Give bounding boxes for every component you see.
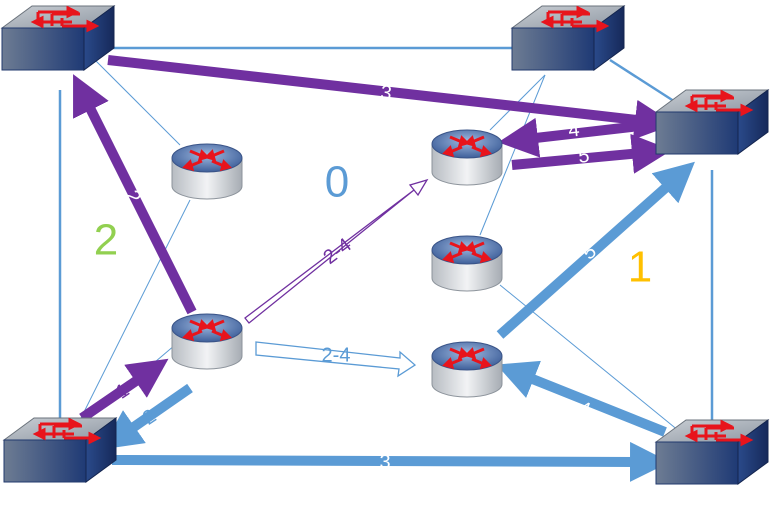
purple-flows xyxy=(73,55,675,423)
flow-right-upper-right xyxy=(511,133,672,174)
flow-diag-purple-outline xyxy=(244,178,429,324)
area-2-label: 2 xyxy=(94,216,118,265)
switch-top-right-icon[interactable] xyxy=(510,4,626,72)
flow-horizontal-blue-outline-label: 2-4 xyxy=(322,344,351,366)
area-1-label: 1 xyxy=(628,243,652,292)
flow-top xyxy=(107,55,675,140)
blue-flows xyxy=(101,161,695,482)
switch-bottom-right-icon[interactable] xyxy=(654,418,770,486)
switch-top-left-icon[interactable] xyxy=(0,4,116,72)
flow-bottom-left-small xyxy=(79,358,169,423)
router-upper-right-icon[interactable] xyxy=(430,128,504,187)
flow-bottom-label: 3 xyxy=(379,451,390,473)
links xyxy=(58,46,714,441)
flow-top-label: 3 xyxy=(379,82,393,105)
outline-flows xyxy=(244,178,429,378)
area-0-label: 0 xyxy=(325,158,349,207)
link-router-ul-bl xyxy=(74,199,191,431)
router-upper-left-icon[interactable] xyxy=(170,142,244,201)
flow-right-upper-left-label: 4 xyxy=(567,119,580,142)
flow-bottom xyxy=(111,441,670,482)
flow-diag-blue-up xyxy=(496,161,695,339)
link-tl-router-ul xyxy=(94,59,181,146)
switch-bottom-left-icon[interactable] xyxy=(2,416,118,484)
router-center-left-icon[interactable] xyxy=(170,312,244,371)
flow-bottom-left-small-blue xyxy=(101,383,193,450)
router-lower-right-icon[interactable] xyxy=(430,340,504,399)
flow-diag-blue-down xyxy=(496,360,667,437)
flow-right-upper-right-label: 5 xyxy=(577,145,590,168)
flow-horizontal-blue-outline xyxy=(255,341,417,378)
flow-left-vertical xyxy=(73,74,197,315)
link-topright-right xyxy=(609,58,681,107)
switch-right-icon[interactable] xyxy=(654,88,770,156)
router-middle-right-icon[interactable] xyxy=(430,234,504,293)
flow-right-upper-left xyxy=(498,117,641,158)
